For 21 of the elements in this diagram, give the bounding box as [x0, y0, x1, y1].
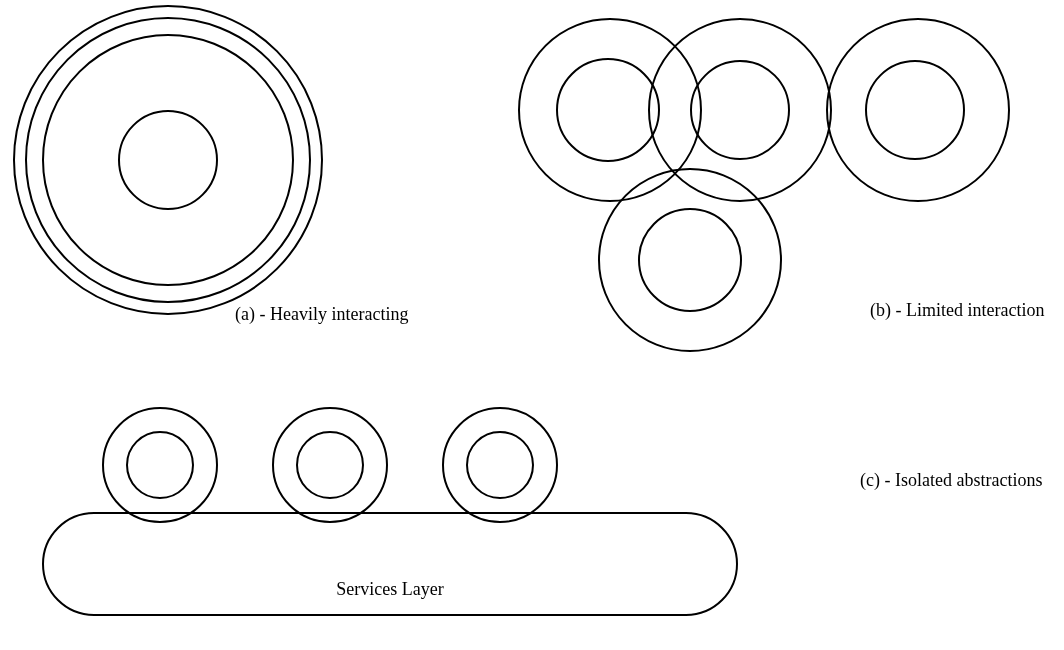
- layer-label: Services Layer: [336, 579, 444, 600]
- circle-shape: [638, 208, 742, 312]
- circle-shape: [126, 431, 194, 499]
- circle-shape: [865, 60, 965, 160]
- circle-shape: [648, 18, 832, 202]
- circle-shape: [466, 431, 534, 499]
- circle-shape: [42, 34, 294, 286]
- panel-caption: (a) - Heavily interacting: [235, 304, 409, 325]
- circle-shape: [826, 18, 1010, 202]
- panel-caption: (b) - Limited interaction: [870, 300, 1045, 321]
- circle-shape: [102, 407, 218, 523]
- panel-caption: (c) - Isolated abstractions: [860, 470, 1043, 491]
- circle-shape: [556, 58, 660, 162]
- circle-shape: [598, 168, 782, 352]
- circle-shape: [296, 431, 364, 499]
- circle-shape: [690, 60, 790, 160]
- circle-shape: [118, 110, 218, 210]
- circle-shape: [442, 407, 558, 523]
- circle-shape: [272, 407, 388, 523]
- circle-shape: [518, 18, 702, 202]
- layer-box: [42, 512, 738, 616]
